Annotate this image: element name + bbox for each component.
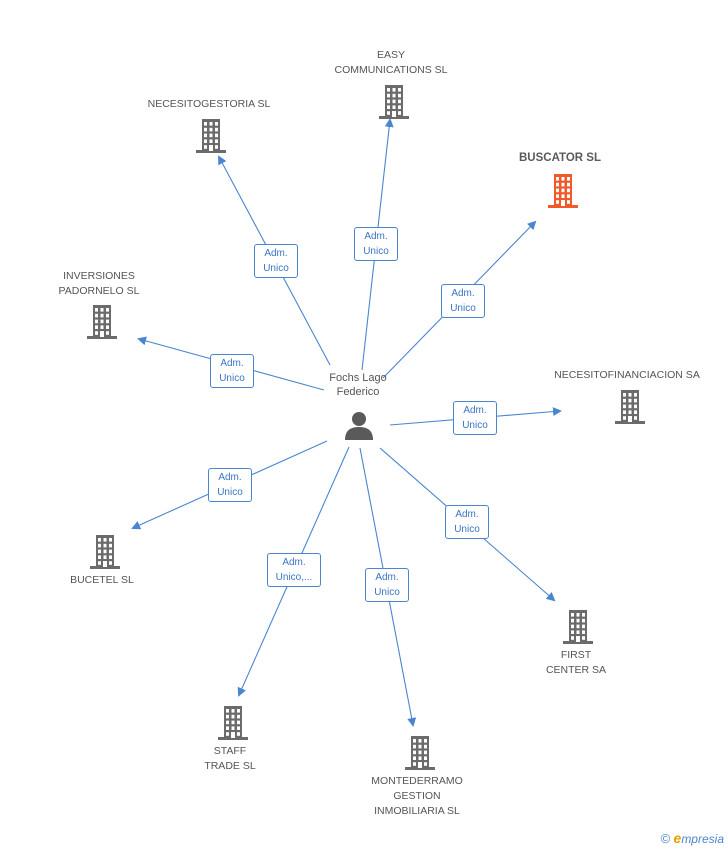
role-label-easy[interactable]: Adm. Unico: [354, 227, 398, 261]
company-name-staff[interactable]: STAFF TRADE SL: [204, 745, 256, 772]
building-icon[interactable]: [377, 83, 411, 119]
company-name-buscator[interactable]: BUSCATOR SL: [519, 152, 601, 164]
brand-initial: e: [673, 830, 682, 846]
company-name-montederramo[interactable]: MONTEDERRAMO GESTION INMOBILIARIA SL: [371, 775, 463, 817]
company-name-first[interactable]: FIRST CENTER SA: [545, 649, 607, 676]
brand-name: mpresia: [681, 832, 724, 846]
person-name[interactable]: Fochs Lago Federico: [329, 372, 387, 398]
role-label-bucetel[interactable]: Adm. Unico: [208, 468, 252, 502]
company-name-inversiones[interactable]: INVERSIONES PADORNELO SL: [58, 270, 140, 297]
building-icon[interactable]: [403, 734, 437, 770]
building-icon[interactable]: [85, 303, 119, 339]
building-icon[interactable]: [546, 172, 580, 208]
role-label-buscator[interactable]: Adm. Unico: [441, 284, 485, 318]
person-icon[interactable]: [344, 410, 374, 440]
company-name-necesitofinanciacion[interactable]: NECESITOFINANCIACION SA: [554, 369, 700, 381]
building-icon[interactable]: [613, 388, 647, 424]
company-name-easy[interactable]: EASY COMMUNICATIONS SL: [334, 49, 448, 76]
building-icon[interactable]: [561, 608, 595, 644]
role-label-necesitofinanciacion[interactable]: Adm. Unico: [453, 401, 497, 435]
role-label-staff[interactable]: Adm. Unico,...: [267, 553, 321, 587]
building-icon[interactable]: [216, 704, 250, 740]
role-label-first[interactable]: Adm. Unico: [445, 505, 489, 539]
company-name-necesitogestoria[interactable]: NECESITOGESTORIA SL: [147, 98, 271, 110]
copyright-symbol: ©: [660, 831, 671, 846]
building-icon[interactable]: [194, 117, 228, 153]
company-name-bucetel[interactable]: BUCETEL SL: [70, 574, 134, 586]
building-icon[interactable]: [88, 533, 122, 569]
role-label-necesitogestoria[interactable]: Adm. Unico: [254, 244, 298, 278]
footer-brand: © empresia: [661, 830, 724, 846]
role-label-inversiones[interactable]: Adm. Unico: [210, 354, 254, 388]
role-label-montederramo[interactable]: Adm. Unico: [365, 568, 409, 602]
